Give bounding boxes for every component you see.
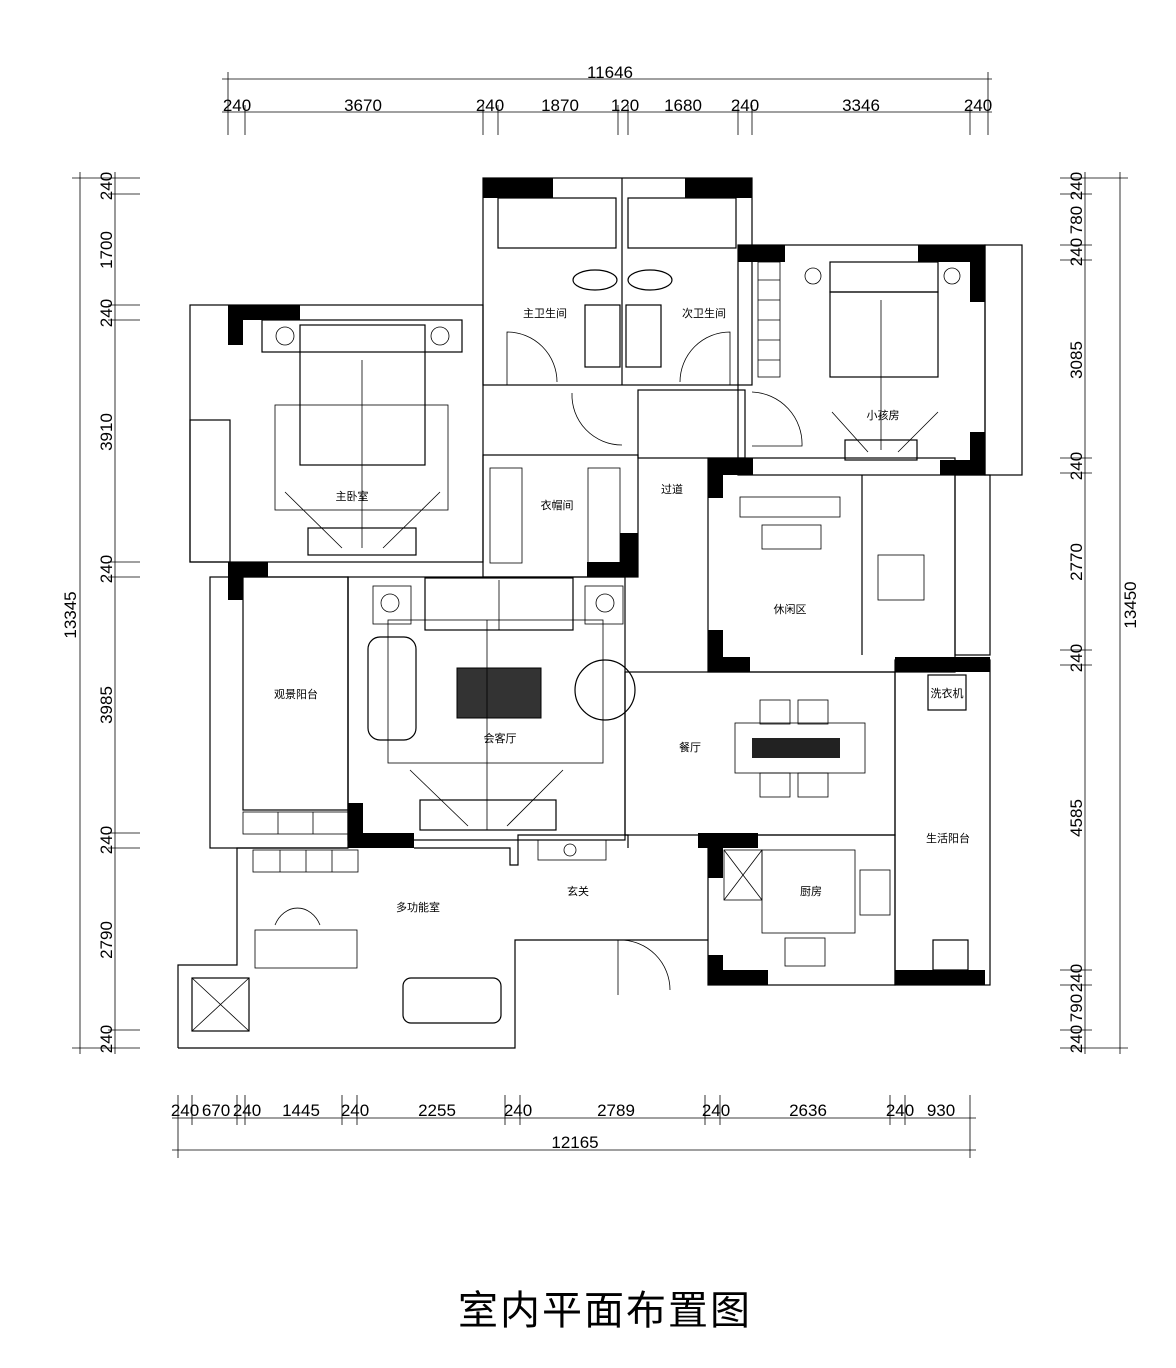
dim-left: 1700 (97, 231, 116, 269)
dim-right: 240 (1067, 172, 1086, 200)
label-entrance: 玄关 (567, 884, 589, 898)
drawing-title: 室内平面布置图 (458, 1288, 752, 1334)
dim-right: 240 (1067, 644, 1086, 672)
dim-left: 240 (97, 1025, 116, 1053)
dim-right: 240 (1067, 452, 1086, 480)
label-master-bath: 主卫生间 (523, 306, 567, 320)
label-leisure: 休闲区 (774, 602, 807, 616)
label-closet: 衣帽间 (541, 498, 574, 512)
dim-right: 240 (1067, 238, 1086, 266)
label-multi-room: 多功能室 (396, 900, 440, 914)
dim-left-total: 13345 (61, 591, 80, 638)
dim-top: 3346 (842, 96, 880, 115)
label-corridor: 过道 (661, 482, 683, 496)
dim-bottom: 240 (886, 1101, 914, 1120)
dim-left: 240 (97, 826, 116, 854)
dim-right: 3085 (1067, 341, 1086, 379)
dim-bottom: 240 (171, 1101, 199, 1120)
dim-left: 2790 (97, 921, 116, 959)
dim-right: 4585 (1067, 799, 1086, 837)
label-living-room: 会客厅 (484, 731, 517, 745)
dim-left: 240 (97, 555, 116, 583)
dim-right-total: 13450 (1121, 581, 1140, 628)
label-second-bath: 次卫生间 (682, 306, 726, 320)
label-master-bedroom: 主卧室 (336, 489, 369, 503)
bottom-dimensions: 240 670 240 1445 240 2255 240 2789 240 2… (171, 1095, 976, 1158)
dim-top: 240 (964, 96, 992, 115)
label-dining: 餐厅 (679, 740, 701, 754)
label-kitchen: 厨房 (800, 885, 822, 898)
dim-bottom: 670 (202, 1101, 230, 1120)
dim-right: 240 (1067, 1025, 1086, 1053)
dim-bottom: 2255 (418, 1101, 456, 1120)
label-view-balcony: 观景阳台 (274, 687, 318, 701)
dim-left: 3910 (97, 413, 116, 451)
dim-top: 1680 (664, 96, 702, 115)
dim-bottom: 240 (702, 1101, 730, 1120)
dim-bottom: 930 (927, 1101, 955, 1120)
walls (177, 177, 1023, 1049)
room-labels: 主卫生间 次卫生间 小孩房 主卧室 衣帽间 过道 休闲区 观景阳台 会客厅 餐厅… (274, 306, 970, 914)
dim-bottom: 240 (504, 1101, 532, 1120)
dim-top: 240 (731, 96, 759, 115)
dim-bottom: 240 (341, 1101, 369, 1120)
dim-top: 120 (611, 96, 639, 115)
dim-bottom: 240 (233, 1101, 261, 1120)
dim-top: 1870 (541, 96, 579, 115)
dim-left: 240 (97, 299, 116, 327)
dim-bottom: 1445 (282, 1101, 320, 1120)
dim-left: 3985 (97, 686, 116, 724)
dim-right: 790 (1067, 994, 1086, 1022)
right-dimensions: 13450 240 780 240 3085 240 2770 240 4585… (1060, 172, 1140, 1054)
label-life-balcony: 生活阳台 (926, 831, 970, 845)
dim-right: 780 (1067, 206, 1086, 234)
label-small-bedroom: 小孩房 (867, 409, 900, 422)
dim-left: 240 (97, 172, 116, 200)
top-dimensions: 11646 240 3670 240 1870 120 1680 240 334… (222, 63, 992, 135)
dim-top: 240 (223, 96, 251, 115)
dim-top-total: 11646 (587, 63, 633, 82)
dim-bottom: 2789 (597, 1101, 635, 1120)
dim-bottom-total: 12165 (551, 1133, 598, 1152)
dim-bottom: 2636 (789, 1101, 827, 1120)
dim-right: 2770 (1067, 543, 1086, 581)
dim-top: 240 (476, 96, 504, 115)
dim-top: 3670 (344, 96, 382, 115)
label-washer: 洗衣机 (931, 686, 964, 700)
dim-right: 240 (1067, 964, 1086, 992)
left-dimensions: 13345 240 1700 240 3910 240 3985 240 279… (61, 172, 140, 1054)
